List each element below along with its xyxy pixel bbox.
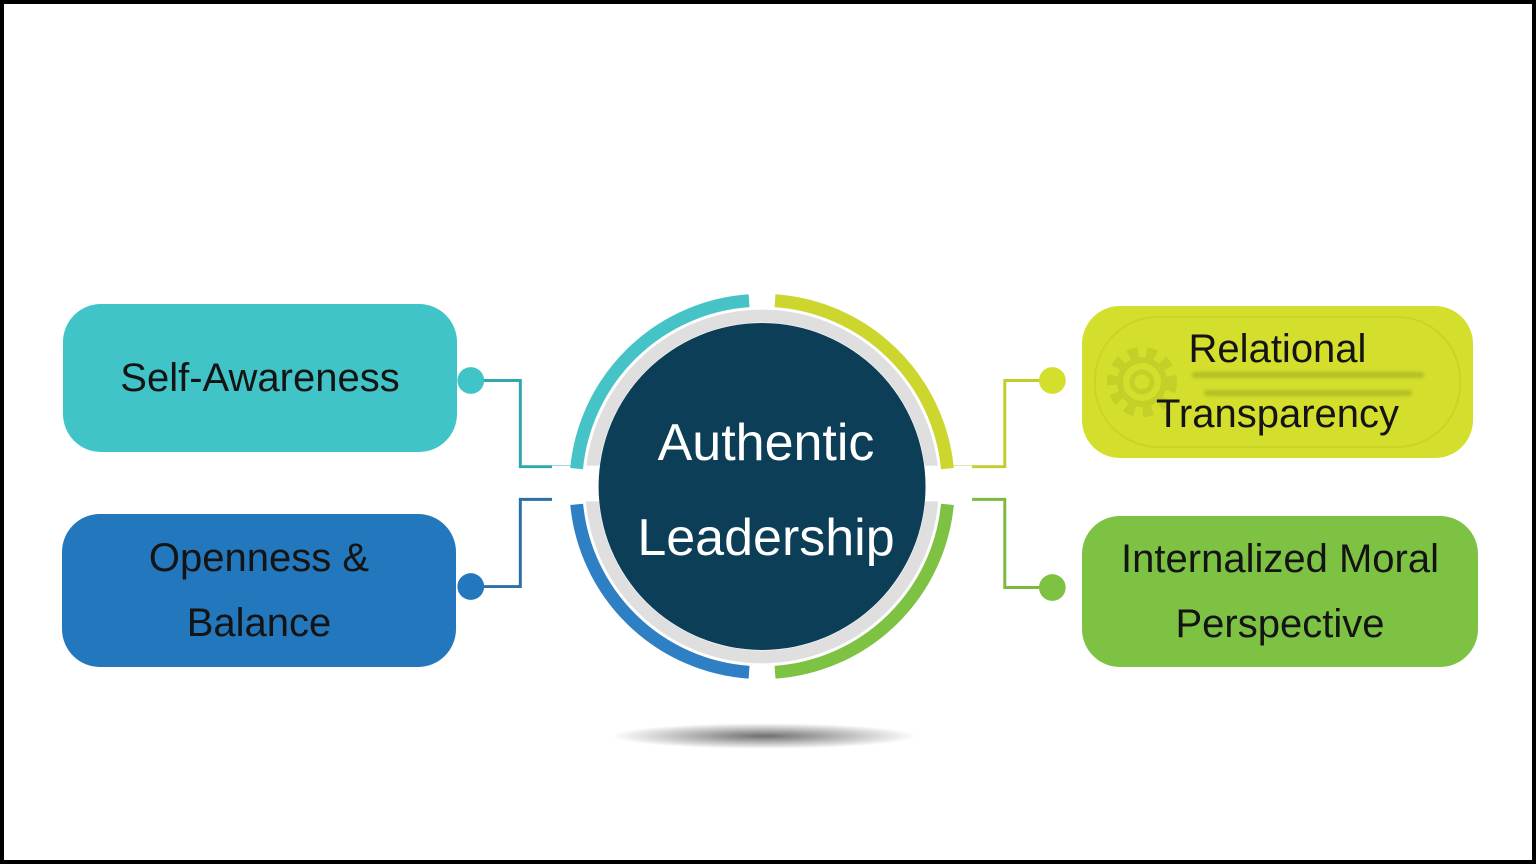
center-title-line2: Leadership <box>637 509 895 567</box>
connector-top-left <box>470 378 572 469</box>
node-internalized-moral-perspective: Internalized Moral Perspective <box>1082 516 1478 667</box>
node-label: Relational <box>1188 327 1367 372</box>
diagram-canvas <box>457 294 1066 679</box>
node-label: Balance <box>186 600 332 645</box>
watermark-text-bar <box>1192 372 1424 378</box>
node-label: Internalized Moral <box>1121 536 1439 581</box>
watermark-text-bar <box>1204 390 1412 396</box>
node-label: Perspective <box>1175 601 1385 646</box>
node-label: Self-Awareness <box>120 355 400 400</box>
circle-shadow <box>610 723 918 749</box>
ring-arc-green <box>774 503 954 679</box>
connector-bottom-right <box>952 497 1053 590</box>
connector-dot-bottom-right <box>1038 574 1066 601</box>
ring-arc-blue <box>570 503 750 679</box>
ring-arc-teal <box>570 294 750 470</box>
node-relational-transparency: Relational Transparency <box>1082 306 1473 458</box>
connector-dot-bottom-left <box>457 573 485 600</box>
connector-top-right <box>952 378 1053 469</box>
connector-dot-top-left <box>457 367 485 394</box>
center-title-line1: Authentic <box>657 414 875 472</box>
node-label: Transparency <box>1155 392 1400 436</box>
center-title: Authentic Leadership <box>601 326 931 656</box>
node-label: Openness & <box>148 535 370 580</box>
ring-gap-right <box>924 465 973 502</box>
ring-arc-yellow <box>774 294 954 470</box>
node-openness-balance: Openness & Balance <box>62 514 456 667</box>
center-circle <box>598 323 926 650</box>
gear-icon <box>1107 347 1177 417</box>
connector-dot-top-right <box>1038 367 1066 394</box>
connector-bottom-left <box>470 497 572 589</box>
watermark-outline <box>1094 316 1461 448</box>
node-self-awareness: Self-Awareness <box>63 304 457 452</box>
ring-gap-left <box>552 465 600 502</box>
